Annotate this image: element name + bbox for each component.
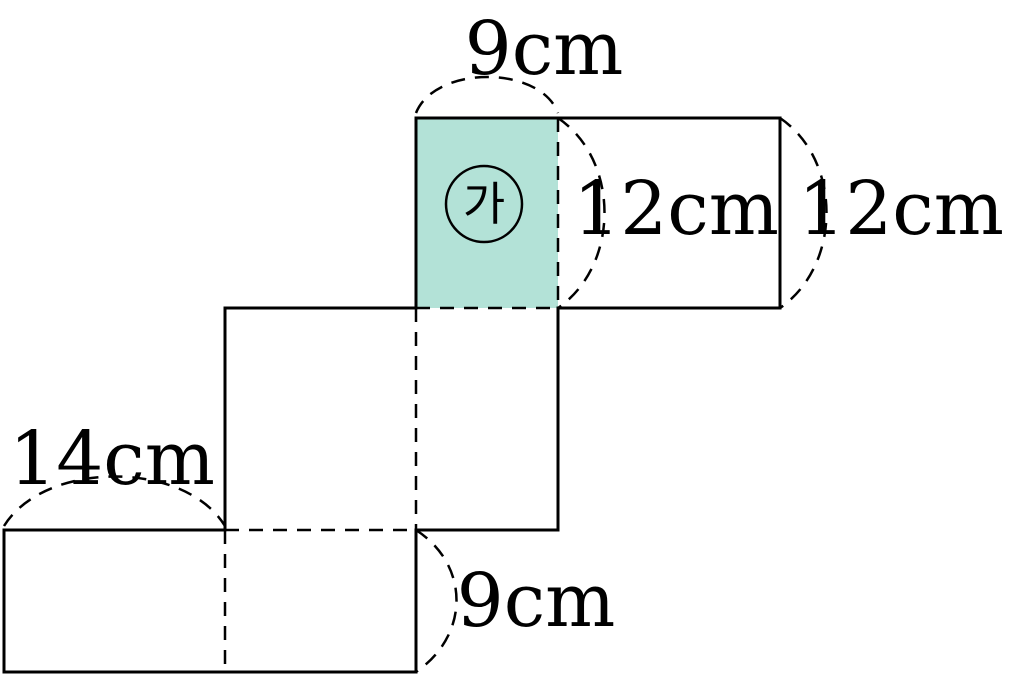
label-middle-height: 12cm bbox=[573, 166, 779, 252]
dimension-arc-left-width bbox=[2, 475, 227, 527]
label-bottom-depth: 9cm bbox=[457, 558, 616, 644]
face-mark-text: 가 bbox=[463, 177, 505, 231]
label-left-width: 14cm bbox=[9, 416, 215, 502]
face-mark-circle bbox=[444, 164, 524, 244]
label-top-width: 9cm bbox=[465, 6, 624, 92]
label-right-height: 12cm bbox=[798, 166, 1004, 252]
dimension-arc-middle-height bbox=[557, 116, 606, 310]
face-ga-highlight bbox=[416, 118, 558, 308]
dimension-arc-right-height bbox=[779, 116, 828, 310]
dimension-arc-top-width bbox=[414, 75, 560, 114]
dimension-arc-bottom-depth bbox=[415, 528, 458, 674]
